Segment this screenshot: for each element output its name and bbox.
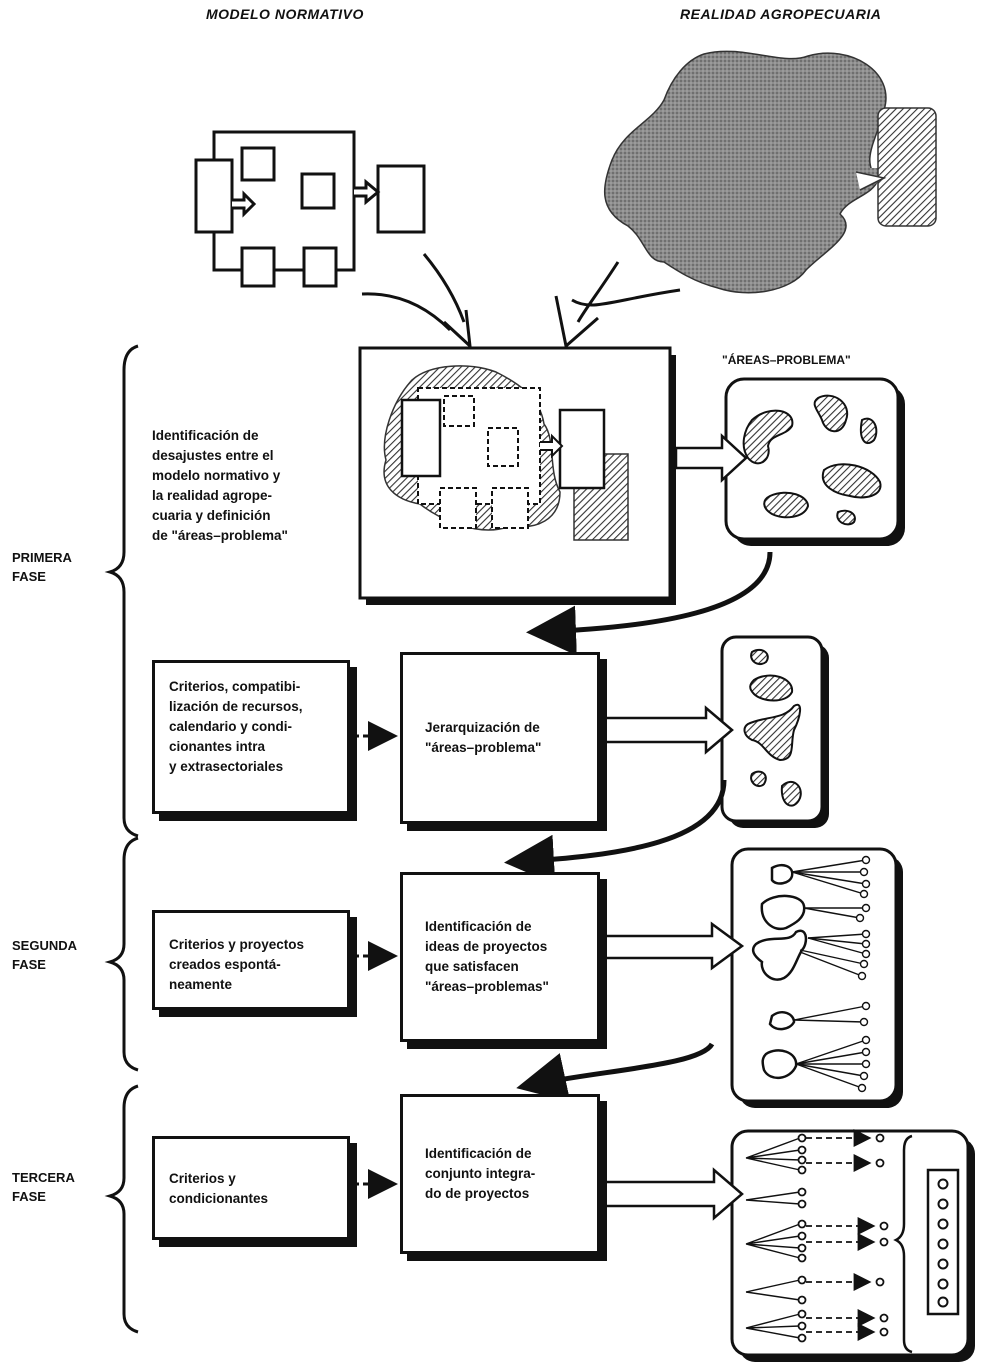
phase-connectors — [504, 551, 773, 1102]
project-ideas-panel — [730, 847, 903, 1108]
normative-model-schematic — [194, 130, 426, 288]
criteria-1-text: Criterios, compatibi-lización de recurso… — [169, 679, 303, 774]
ranked-areas-panel — [720, 635, 829, 828]
areas-problema-panel — [724, 377, 905, 546]
phase-brace-primera — [104, 344, 139, 838]
phase1-overlay-box — [358, 346, 676, 605]
integrated-projects-panel — [730, 1129, 975, 1362]
header-realidad-agropecuaria: REALIDAD AGROPECUARIA — [680, 6, 882, 22]
phase-brace-segunda — [104, 836, 139, 1072]
converging-arrows — [361, 253, 681, 350]
agricultural-reality-blob — [603, 50, 937, 294]
phase-brace-tercera — [104, 1084, 139, 1334]
header-modelo-normativo: MODELO NORMATIVO — [206, 6, 364, 22]
criteria-arrows — [352, 721, 398, 1199]
step-1-text: Jerarquización de"áreas–problema" — [425, 720, 542, 755]
output-arrows — [598, 433, 748, 1221]
step-box-jerarquizacion: Jerarquización de"áreas–problema" — [400, 652, 600, 824]
areas-problema-label: "ÁREAS–PROBLEMA" — [722, 353, 851, 367]
criteria-box-1: Criterios, compatibi-lización de recurso… — [152, 660, 350, 814]
phase1-description: Identificación de desajustes entre el mo… — [152, 428, 288, 543]
